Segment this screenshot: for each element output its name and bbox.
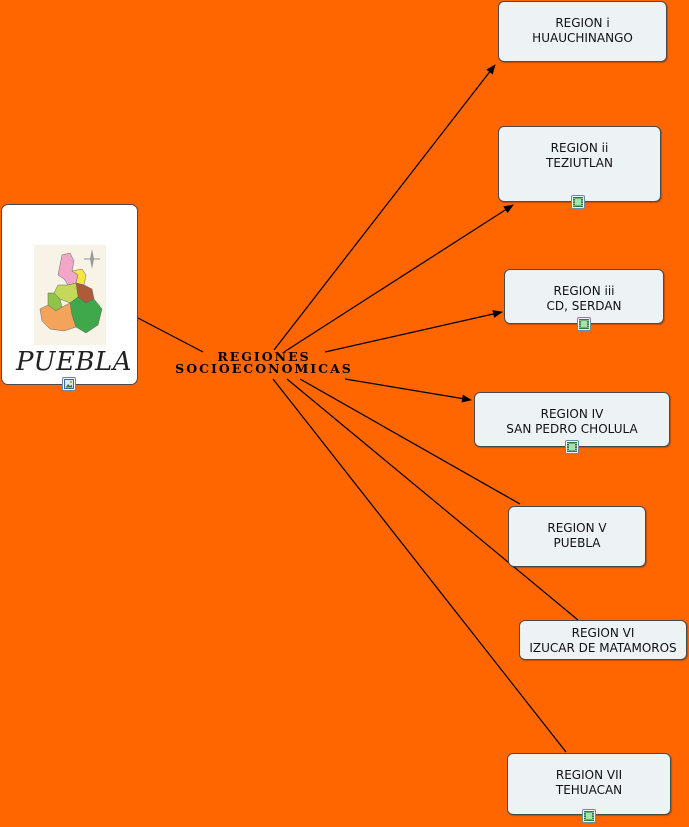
region-7-name: TEHUACAN: [555, 783, 623, 797]
link-center-region-6: [286, 378, 579, 621]
region-5-name: PUEBLA: [553, 536, 601, 550]
region-node-7[interactable]: REGION VII TEHUACAN: [507, 753, 671, 815]
region-5-title: REGION V: [547, 521, 607, 535]
region-node-4[interactable]: REGION IV SAN PEDRO CHOLULA: [474, 392, 670, 447]
link-center-region-2: [283, 204, 514, 353]
region-6-name: IZUCAR DE MATAMOROS: [529, 641, 677, 655]
region-1-title: REGION i: [555, 16, 610, 30]
region-2-title: REGION ii: [550, 141, 609, 155]
region-node-2[interactable]: REGION ii TEZIUTLAN: [498, 126, 661, 202]
region-1-name: HUAUCHINANGO: [532, 31, 633, 45]
video-film-icon[interactable]: [565, 440, 579, 454]
image-picture-icon[interactable]: [62, 377, 76, 391]
region-node-3[interactable]: REGION iii CD, SERDAN: [504, 269, 664, 324]
region-node-5[interactable]: REGION V PUEBLA: [508, 506, 646, 567]
link-center-region-1: [273, 64, 496, 351]
region-7-title: REGION VII: [555, 768, 623, 782]
video-film-icon[interactable]: [582, 809, 596, 823]
region-3-name: CD, SERDAN: [546, 299, 622, 313]
link-center-region-3: [324, 310, 503, 353]
video-film-icon[interactable]: [571, 195, 585, 209]
link-center-region-4: [344, 378, 472, 403]
link-puebla-center: [137, 317, 204, 353]
region-2-name: TEZIUTLAN: [546, 156, 613, 170]
puebla-label: PUEBLA: [16, 347, 133, 377]
region-4-name: SAN PEDRO CHOLULA: [506, 422, 638, 436]
region-6-title: REGION VI: [571, 626, 635, 640]
link-center-region-5: [299, 378, 521, 505]
puebla-map-thumbnail: [34, 245, 106, 345]
region-3-title: REGION iii: [553, 284, 615, 298]
video-film-icon[interactable]: [577, 317, 591, 331]
center-concept[interactable]: REGIONES SOCIOECONOMICAS: [175, 349, 353, 376]
region-4-title: REGION IV: [540, 407, 604, 421]
region-node-6[interactable]: REGION VI IZUCAR DE MATAMOROS: [519, 620, 687, 660]
link-center-region-7: [272, 378, 567, 753]
puebla-node[interactable]: PUEBLA: [1, 204, 138, 385]
region-node-1[interactable]: REGION i HUAUCHINANGO: [498, 1, 667, 62]
